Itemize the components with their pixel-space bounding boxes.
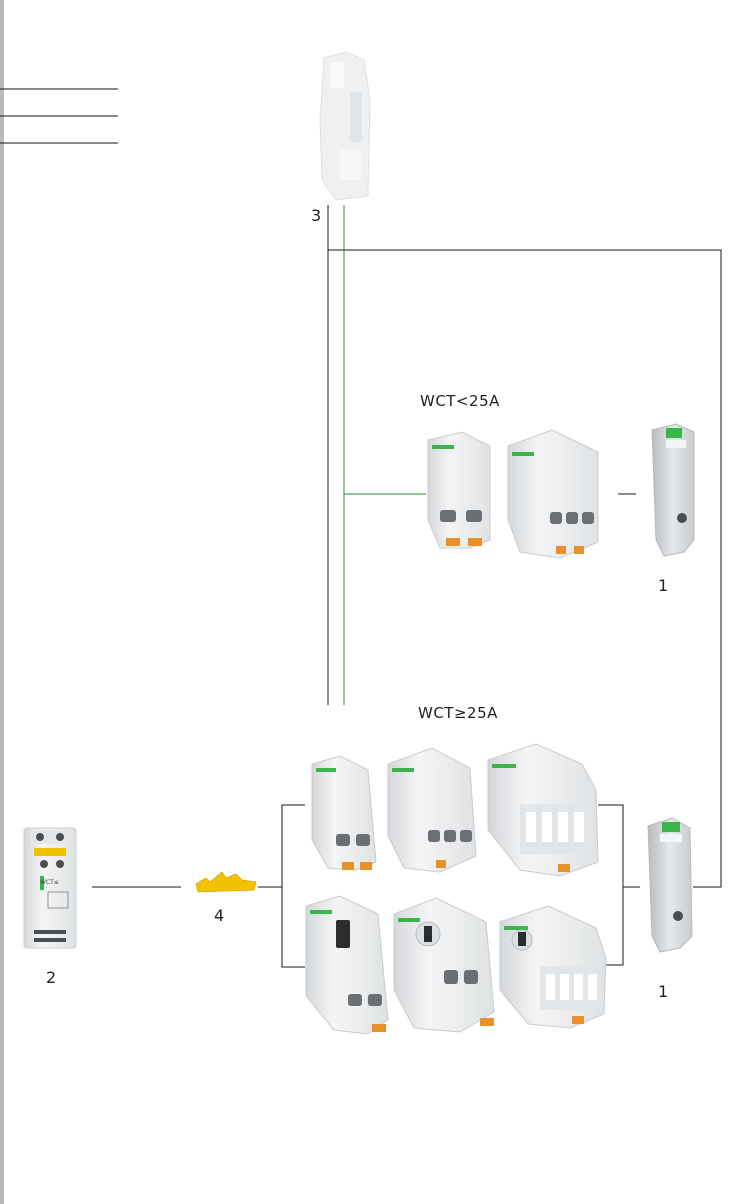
- control-module: [23, 827, 77, 949]
- label-aux-top: 3: [311, 206, 322, 225]
- green-connection-lines: [343, 205, 426, 705]
- comb-link: [195, 871, 257, 893]
- label-comb-link: 4: [214, 906, 225, 925]
- contactor-manual-4p: [499, 905, 607, 1029]
- contactor-manual-3p: [393, 897, 495, 1033]
- black-connection-lines: [92, 205, 722, 968]
- heading-large-range: WCT≥25A: [418, 704, 498, 722]
- contactor-small-1p: [427, 431, 491, 549]
- label-aux-bottom: 1: [658, 982, 669, 1001]
- contactor-large-3p: [387, 747, 477, 873]
- page-left-border: [0, 0, 4, 1204]
- auxiliary-contact-bottom: [647, 817, 693, 953]
- contactor-small-4p: [507, 429, 599, 559]
- label-aux-mid: 1: [658, 576, 669, 595]
- auxiliary-contact-top: [319, 51, 371, 201]
- control-module-name: WCT≤: [40, 879, 59, 886]
- label-control-module: 2: [46, 968, 57, 987]
- contactor-large-2p: [311, 755, 377, 871]
- contactor-manual-2p: [305, 895, 389, 1035]
- heading-small-range: WCT<25A: [420, 392, 500, 410]
- auxiliary-contact-mid: [651, 423, 695, 557]
- contactor-large-4p: [487, 743, 599, 877]
- top-left-rules: [0, 88, 118, 144]
